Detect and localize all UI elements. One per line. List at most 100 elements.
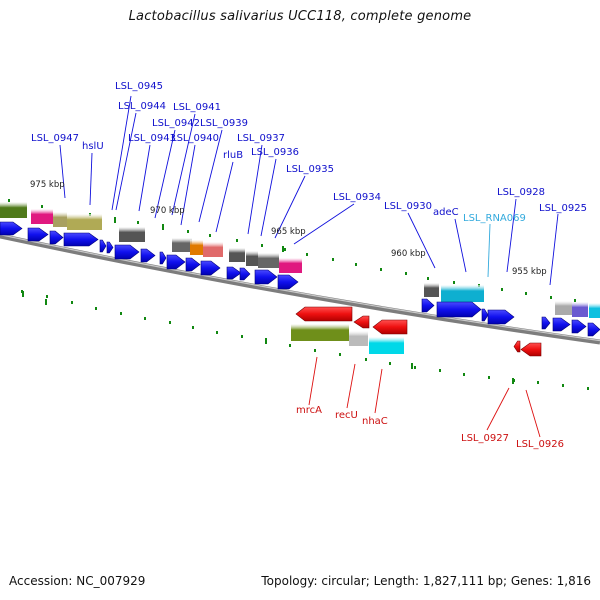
leader-line	[260, 158, 277, 237]
label-leader-lines	[59, 95, 559, 438]
forward-gene-label: LSL_0936	[251, 147, 299, 158]
topology-label: Topology: circular; Length: 1,827,111 bp…	[261, 574, 591, 588]
leader-line	[487, 223, 491, 278]
cog-bar	[53, 212, 67, 227]
cog-bar	[31, 209, 53, 224]
leader-line	[346, 363, 356, 409]
reverse-gene-label: nhaC	[362, 416, 388, 427]
forward-gene-label: rluB	[223, 150, 243, 161]
cog-bar	[369, 337, 404, 354]
cog-bar	[441, 285, 484, 302]
cog-bar	[424, 283, 439, 297]
forward-gene-arrow	[587, 322, 600, 337]
forward-gene-label: LSL_0937	[237, 133, 285, 144]
forward-gene-label: LSL_0935	[286, 164, 334, 175]
forward-gene-arrow	[552, 317, 571, 332]
cog-bar	[349, 331, 368, 346]
cog-bar	[203, 242, 223, 257]
forward-gene-arrow	[159, 251, 167, 265]
forward-gene-arrow	[481, 308, 489, 322]
forward-gene-label: LSL_0928	[497, 187, 545, 198]
forward-gene-label: adeC	[433, 207, 459, 218]
reverse-gene-arrow	[295, 306, 353, 322]
gene-arrows	[0, 221, 600, 357]
forward-gene-arrow	[541, 316, 551, 330]
leader-line	[454, 218, 467, 273]
genome-backbone	[0, 233, 600, 345]
forward-gene-arrow	[63, 232, 99, 247]
cog-bar	[555, 301, 572, 315]
forward-gene-arrow	[140, 248, 156, 263]
leader-line	[525, 389, 541, 438]
leader-line	[486, 387, 510, 431]
cog-bar	[190, 240, 203, 255]
forward-gene-label: LSL_0947	[31, 133, 79, 144]
reverse-gene-arrow	[520, 342, 542, 357]
scale-label: 975 kbp	[30, 180, 65, 190]
forward-gene-label: hslU	[82, 141, 104, 152]
forward-gene-label: LSL_0934	[333, 192, 381, 203]
leader-line	[293, 203, 355, 245]
leader-line	[308, 356, 318, 406]
reverse-gene-arrow	[372, 319, 408, 335]
cog-category-bars	[0, 202, 600, 354]
forward-gene-arrow	[185, 257, 201, 272]
forward-gene-arrow	[571, 319, 587, 334]
map-title: Lactobacillus salivarius UCC118, complet…	[128, 9, 472, 24]
forward-gene-arrow	[49, 230, 64, 245]
leader-line	[59, 144, 66, 199]
leader-line	[180, 144, 196, 226]
leader-line	[506, 198, 517, 273]
reverse-gene-label: recU	[335, 410, 358, 421]
forward-gene-label: LSL_RNA069	[463, 213, 526, 224]
cog-bar	[291, 324, 349, 341]
cog-bar	[172, 238, 192, 252]
forward-gene-arrow	[226, 266, 242, 280]
cog-bar	[258, 253, 279, 268]
forward-gene-arrow	[106, 241, 114, 254]
leader-line	[374, 368, 383, 414]
reverse-gene-label: LSL_0926	[516, 439, 564, 450]
cog-bar	[67, 214, 102, 230]
forward-gene-label: LSL_0939	[200, 118, 248, 129]
reverse-gene-label: mrcA	[296, 405, 322, 416]
leader-line	[274, 175, 306, 239]
cog-bar	[229, 248, 245, 262]
forward-gene-arrow	[200, 260, 221, 276]
leader-line	[549, 213, 559, 286]
forward-gene-arrow	[436, 301, 482, 318]
forward-gene-arrow	[0, 221, 23, 236]
leader-line	[89, 152, 93, 206]
cog-bar	[589, 303, 600, 318]
leader-line	[247, 144, 263, 235]
scale-label: 955 kbp	[512, 267, 547, 277]
scale-label: 960 kbp	[391, 249, 426, 259]
cog-bar	[572, 302, 588, 317]
forward-gene-label: LSL_0930	[384, 201, 432, 212]
forward-gene-arrow	[27, 227, 49, 242]
forward-gene-label: LSL_0940	[171, 133, 219, 144]
leader-line	[171, 113, 196, 216]
forward-gene-label: LSL_0925	[539, 203, 587, 214]
leader-line	[138, 144, 151, 212]
accession-label: Accession: NC_007929	[9, 574, 146, 588]
forward-gene-label: LSL_0944	[118, 101, 166, 112]
forward-gene-label: LSL_0942	[152, 118, 200, 129]
forward-gene-arrow	[421, 298, 435, 313]
leader-line	[198, 129, 223, 223]
reverse-gene-arrow	[353, 315, 370, 329]
scale-label: 970 kbp	[150, 206, 185, 216]
forward-gene-arrow	[239, 267, 251, 281]
scale-label: 965 kbp	[271, 227, 306, 237]
cog-bar	[119, 227, 145, 242]
forward-gene-arrow	[487, 309, 515, 325]
forward-gene-label: LSL_0941	[173, 102, 221, 113]
forward-gene-arrow	[277, 274, 299, 290]
cog-bar	[279, 258, 302, 273]
cog-bar	[0, 202, 27, 218]
leader-line	[215, 161, 234, 233]
leader-line	[115, 112, 137, 211]
leader-line	[154, 129, 176, 219]
